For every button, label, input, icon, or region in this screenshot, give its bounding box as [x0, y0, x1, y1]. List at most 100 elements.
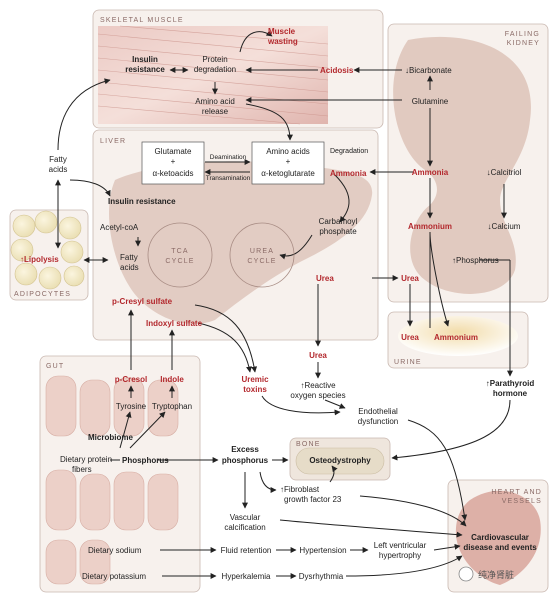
- protein-degradation-label: Protein: [202, 55, 227, 64]
- dietary-sodium-label: Dietary sodium: [88, 546, 142, 555]
- dysrhythmia-label: Dysrhythmia: [299, 572, 344, 581]
- glutamate-label: Glutamate: [155, 147, 192, 156]
- middle-labels: Urea Uremic toxins ↑Reactive oxygen spec…: [241, 351, 534, 426]
- wechat-icon: [458, 566, 474, 582]
- plus-sign-2: +: [286, 157, 291, 166]
- section-label-kidney: KIDNEY: [507, 40, 540, 47]
- tca-cycle-label-2: CYCLE: [165, 258, 194, 265]
- cardiovascular-disease-label-2: disease and events: [463, 543, 537, 552]
- glutamine-label: Glutamine: [412, 97, 449, 106]
- section-label-vessels: VESSELS: [502, 498, 542, 505]
- adipocyte-cells: [10, 210, 85, 290]
- excess-phosphorus-label-2: phosphorus: [222, 456, 269, 465]
- urine-ammonium-label: Ammonium: [434, 333, 478, 342]
- liver-illustration: [109, 161, 373, 324]
- carbamoyl-phosphate-label-2: phosphate: [319, 227, 357, 236]
- bottom-labels: Excess phosphorus Osteodystrophy ↑Fibrob…: [221, 445, 538, 581]
- middle-urea-label: Urea: [309, 351, 327, 360]
- fatty-acids-top-label-2: acids: [49, 165, 68, 174]
- urea-cycle-ring: [229, 222, 295, 288]
- gut-phosphorus-label: Phosphorus: [122, 456, 169, 465]
- pathway-arrows: [55, 30, 513, 579]
- deamination-label: Deamination: [210, 154, 247, 161]
- fgf23-label-2: growth factor 23: [284, 495, 342, 504]
- amino-acid-release-label-2: release: [202, 107, 229, 116]
- vascular-calcification-label: Vascular: [230, 513, 261, 522]
- tryptophan-label: Tryptophan: [152, 402, 192, 411]
- kidney-labels: ↓Bicarbonate Glutamine Ammonia Ammonium …: [401, 66, 521, 283]
- endothelial-dysfunction-label: Endothelial: [358, 407, 398, 416]
- kidney-phosphorus-label: ↑Phosphorus: [452, 256, 499, 265]
- amino-acids-label: Amino acids: [266, 147, 310, 156]
- liver-labels: Glutamate + α-ketoacids Deamination Tran…: [49, 141, 368, 328]
- endothelial-dysfunction-label-2: dysfunction: [358, 417, 398, 426]
- lvh-label-2: hypertrophy: [379, 551, 421, 560]
- hyperkalemia-label: Hyperkalemia: [222, 572, 271, 581]
- urine-labels: Urea Ammonium: [401, 333, 478, 342]
- kidney-urea-label: Urea: [401, 274, 419, 283]
- liver-urea-label: Urea: [316, 274, 334, 283]
- microbiome-label: Microbiome: [88, 433, 133, 442]
- section-label-heart-and: HEART AND: [491, 489, 542, 496]
- pcresol-label: p-Cresol: [115, 375, 147, 384]
- osteodystrophy-label: Osteodystrophy: [309, 456, 371, 465]
- section-label-bone: BONE: [296, 441, 321, 448]
- cardiovascular-disease-label: Cardiovascular: [471, 533, 529, 542]
- section-label-adipocytes: ADIPOCYTES: [14, 291, 71, 298]
- glutamate-box: [141, 141, 205, 185]
- vascular-calcification-label-2: calcification: [224, 523, 265, 532]
- kidney-illustration: [393, 36, 531, 294]
- amino-acid-release-label: Amino acid: [195, 97, 235, 106]
- tca-cycle-label: TCA: [171, 248, 189, 255]
- lvh-label: Left ventricular: [374, 541, 427, 550]
- dietary-protein-label: Dietary protein: [60, 455, 112, 464]
- gut-panel: GUT: [39, 355, 201, 593]
- skeletal-muscle-panel: SKELETAL MUSCLE: [92, 9, 384, 129]
- failing-kidney-panel: FAILING KIDNEY: [387, 23, 549, 303]
- transamination-label: Transamination: [206, 175, 251, 182]
- urea-cycle-label-2: CYCLE: [247, 258, 276, 265]
- urea-cycle-label: UREA: [250, 248, 274, 255]
- muscle-wasting-label-2: wasting: [267, 37, 298, 46]
- fgf23-label: ↑Fibroblast: [280, 485, 320, 494]
- section-label-gut: GUT: [46, 363, 64, 370]
- section-label-skeletal-muscle: SKELETAL MUSCLE: [100, 17, 184, 24]
- fatty-acids-liver-label-2: acids: [120, 263, 139, 272]
- protein-degradation-label-2: degradation: [194, 65, 236, 74]
- muscle-wasting-label: Muscle: [268, 27, 296, 36]
- insulin-resistance-muscle-label-2: resistance: [125, 65, 165, 74]
- parathyroid-hormone-label-2: hormone: [493, 389, 528, 398]
- urine-illustration: [398, 316, 518, 356]
- degradation-label: Degradation: [330, 148, 368, 155]
- liver-ammonia-label: Ammonia: [330, 169, 367, 178]
- gut-labels: p-Cresol Indole Tyrosine Tryptophan Micr…: [60, 375, 192, 581]
- uremic-toxins-label-2: toxins: [243, 385, 267, 394]
- heart-illustration: [455, 490, 541, 585]
- muscle-fiber-illustration: [98, 26, 328, 124]
- section-label-urine: URINE: [394, 359, 422, 366]
- calcitriol-label: ↓Calcitriol: [487, 168, 522, 177]
- ketoglutarate-label: α-ketoglutarate: [261, 169, 315, 178]
- section-label-failing: FAILING: [505, 31, 540, 38]
- acidosis-label: Acidosis: [320, 66, 354, 75]
- urine-panel: URINE: [387, 311, 529, 369]
- muscle-labels: Muscle wasting Protein degradation Insul…: [125, 27, 354, 116]
- watermark: 纯净肾脏: [458, 566, 514, 582]
- intestinal-villi-illustration: [45, 375, 179, 585]
- adipocyte-labels: ↑Lipolysis: [20, 255, 59, 264]
- plus-sign-1: +: [171, 157, 176, 166]
- indole-label: Indole: [160, 375, 184, 384]
- heart-vessels-panel: HEART AND VESSELS: [447, 479, 549, 593]
- adipocytes-panel: ADIPOCYTES: [9, 209, 89, 301]
- ros-label: ↑Reactive: [300, 381, 336, 390]
- excess-phosphorus-label: Excess: [231, 445, 259, 454]
- carbamoyl-phosphate-label: Carbamoyl: [319, 217, 358, 226]
- bone-panel: BONE: [289, 437, 391, 481]
- indoxyl-sulfate-label: Indoxyl sulfate: [146, 319, 203, 328]
- pcresyl-sulfate-label: p-Cresyl sulfate: [112, 297, 173, 306]
- tyrosine-label: Tyrosine: [116, 402, 147, 411]
- urine-urea-label: Urea: [401, 333, 419, 342]
- uremic-toxins-label: Uremic: [241, 375, 269, 384]
- insulin-resistance-liver-label: Insulin resistance: [108, 197, 176, 206]
